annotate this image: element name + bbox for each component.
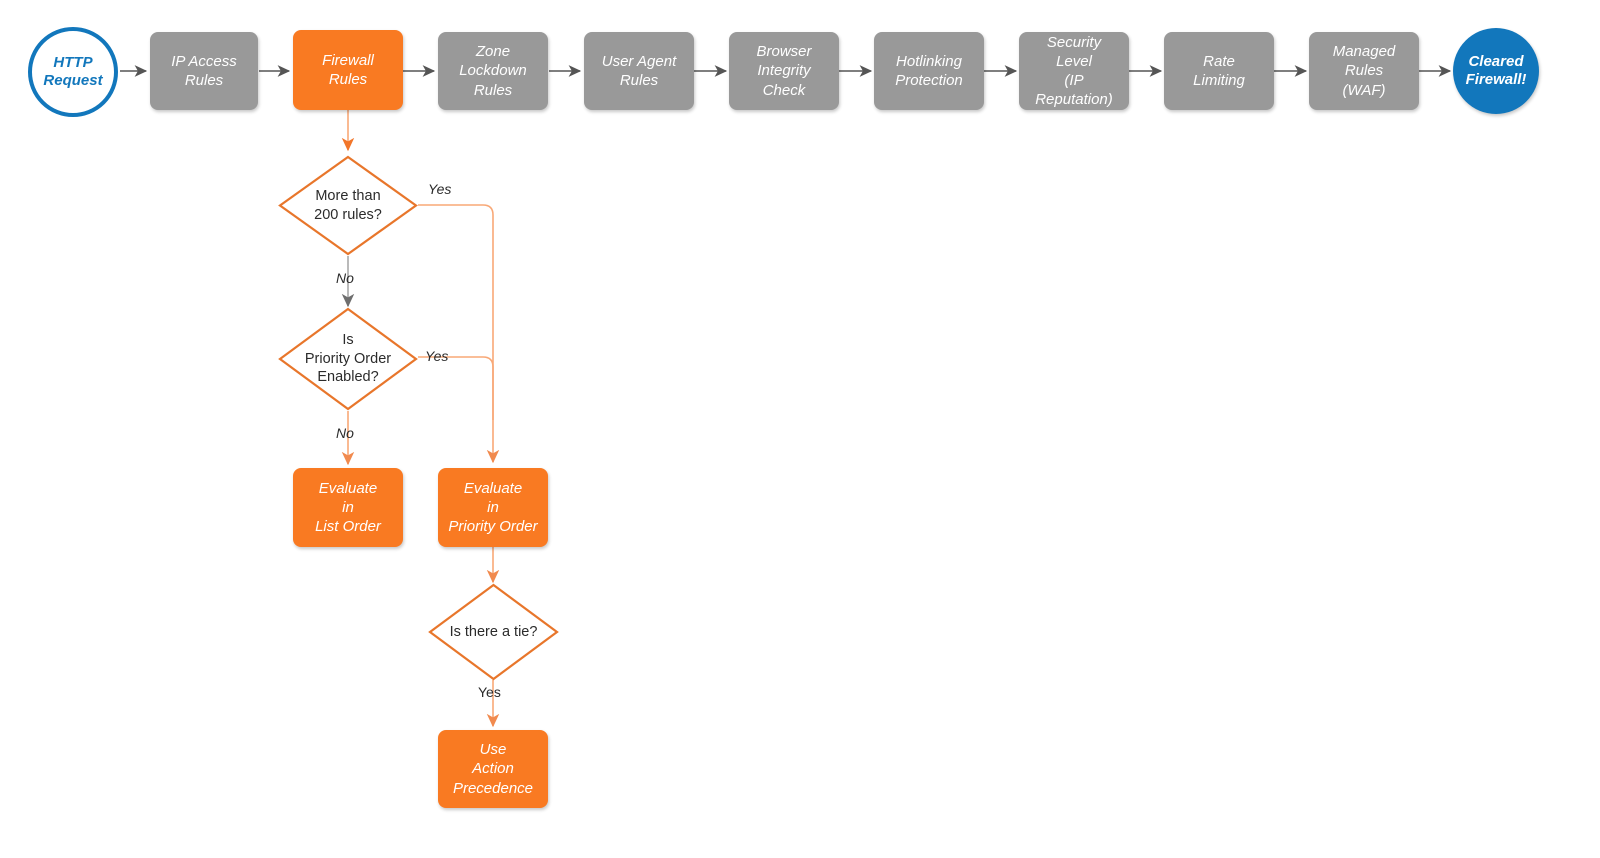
diamond-shape [278, 307, 418, 411]
stage-security-level[interactable]: Security Level (IP Reputation) [1019, 32, 1129, 110]
stage-label: Rate Limiting [1193, 52, 1245, 89]
stage-label: Security Level (IP Reputation) [1035, 33, 1113, 109]
start-http-request[interactable]: HTTP Request [28, 27, 118, 117]
decision-more-than-200-rules[interactable]: More than 200 rules? [278, 155, 418, 256]
edge-label-tie-yes: Yes [478, 684, 501, 700]
stage-firewall-rules[interactable]: Firewall Rules [293, 30, 403, 110]
stage-user-agent-rules[interactable]: User Agent Rules [584, 32, 694, 110]
decision-label: Is there a tie? [449, 623, 538, 640]
stage-label: Managed Rules (WAF) [1332, 43, 1396, 99]
stage-hotlinking-protection[interactable]: Hotlinking Protection [874, 32, 984, 110]
edge-label-priority-no: No [336, 425, 354, 441]
stage-managed-rules-waf[interactable]: Managed Rules (WAF) [1309, 32, 1419, 110]
diamond-shape [278, 155, 418, 256]
stage-label: IP Access Rules [171, 52, 237, 89]
stage-label: Hotlinking Protection [895, 52, 963, 89]
outcome-label: Use Action Precedence [452, 741, 534, 797]
edge-label-rulecount-yes: Yes [428, 181, 452, 197]
stage-label: Zone Lockdown Rules [459, 43, 527, 99]
outcome-use-action-precedence[interactable]: Use Action Precedence [438, 730, 548, 808]
start-label: HTTP Request [43, 53, 103, 89]
stage-label: Browser Integrity Check [756, 43, 812, 99]
stage-label: User Agent Rules [601, 52, 677, 89]
edge-label-rulecount-no: No [336, 270, 354, 286]
outcome-label: Evaluate in Priority Order [448, 479, 538, 536]
stage-zone-lockdown-rules[interactable]: Zone Lockdown Rules [438, 32, 548, 110]
edge-label-priority-yes: Yes [425, 348, 449, 364]
outcome-evaluate-in-list-order[interactable]: Evaluate in List Order [293, 468, 403, 547]
stage-rate-limiting[interactable]: Rate Limiting [1164, 32, 1274, 110]
wire-priority-yes [418, 356, 494, 420]
stage-label: Firewall Rules [322, 51, 374, 88]
decision-label: More than 200 rules? [314, 187, 382, 223]
wire-rulecount-yes [418, 204, 500, 464]
decision-is-priority-order-enabled[interactable]: Is Priority Order Enabled? [278, 307, 418, 411]
decision-label: Is Priority Order Enabled? [304, 331, 392, 386]
decision-is-there-a-tie[interactable]: Is there a tie? [428, 583, 559, 681]
outcome-label: Evaluate in List Order [315, 479, 381, 536]
end-cleared-firewall[interactable]: Cleared Firewall! [1453, 28, 1539, 114]
stage-browser-integrity-check[interactable]: Browser Integrity Check [729, 32, 839, 110]
diamond-shape [428, 583, 559, 681]
outcome-evaluate-in-priority-order[interactable]: Evaluate in Priority Order [438, 468, 548, 547]
stage-ip-access-rules[interactable]: IP Access Rules [150, 32, 258, 110]
end-label: Cleared Firewall! [1465, 52, 1527, 88]
